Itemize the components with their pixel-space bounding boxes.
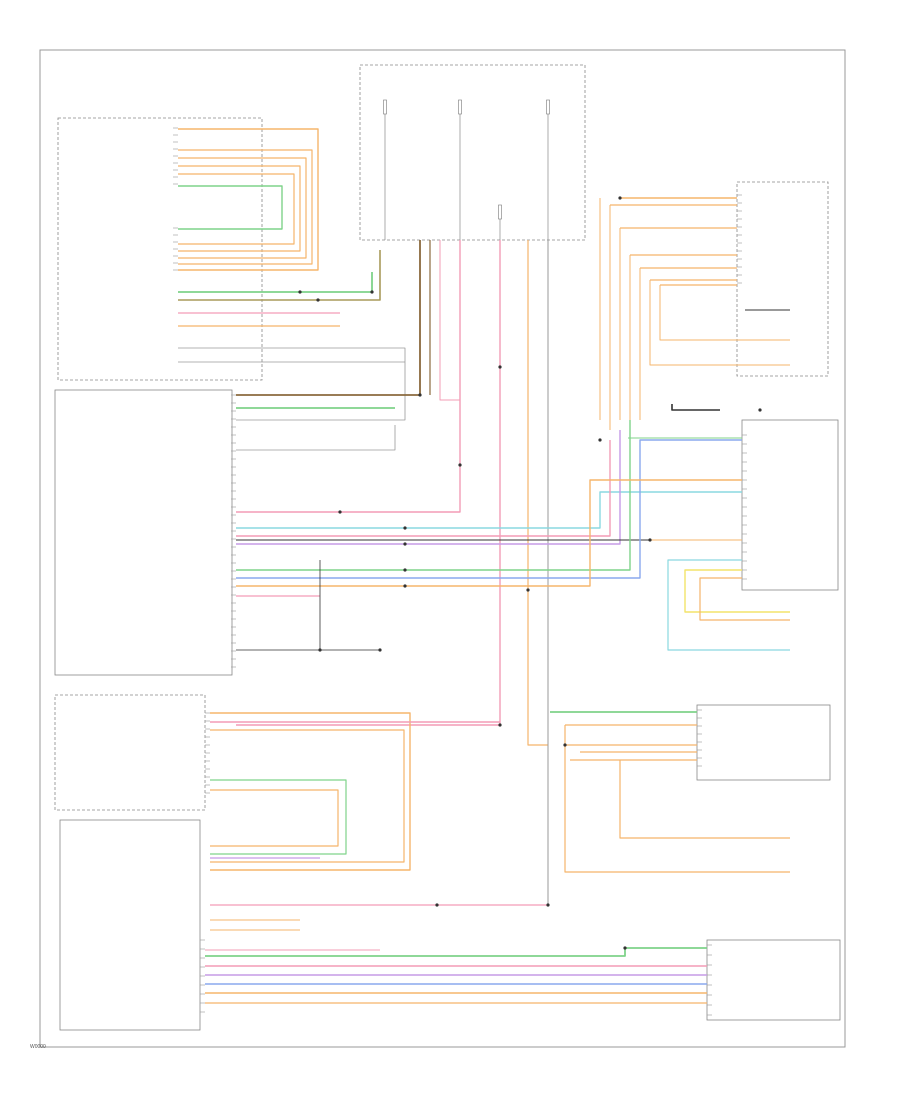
junction-dot [563, 743, 567, 747]
wire-orange [659, 285, 790, 341]
fuse-symbol [546, 99, 550, 115]
wire-orange [178, 173, 295, 245]
wire-layer [178, 128, 790, 1004]
lower-right-switch-box [696, 704, 831, 781]
junction-dot [618, 196, 622, 200]
diagram-code: W0000 [30, 1044, 46, 1050]
pin-tick-layer [173, 99, 747, 1016]
junction-dot [403, 584, 407, 588]
wire-violet [236, 430, 621, 545]
junction-dot [758, 408, 762, 412]
wire-cyan [667, 559, 790, 651]
junction-dot [298, 290, 302, 294]
passenger-window-switch-box [706, 939, 841, 1021]
wire-gray [178, 347, 406, 421]
wire-orange [178, 165, 301, 252]
junction-dot [526, 588, 530, 592]
wire-orange [178, 157, 307, 259]
wire-green [210, 779, 347, 855]
wire-orange [210, 789, 339, 847]
junction-dot [458, 463, 462, 467]
wire-orange [619, 760, 790, 839]
wire-orange [210, 729, 405, 863]
wire-gray [236, 240, 549, 906]
driver-window-switch-box [54, 694, 206, 811]
wire-pink [439, 240, 460, 401]
driver-door-switch-box [57, 117, 263, 381]
junction-dot [546, 903, 550, 907]
junction-layer [298, 196, 762, 950]
wire-green [205, 947, 707, 957]
junction-dot [378, 648, 382, 652]
component-boxes [54, 64, 841, 1031]
wire-orange [178, 128, 319, 271]
junction-dot [648, 538, 652, 542]
junction-dot [370, 290, 374, 294]
wire-brown [236, 240, 421, 396]
junction-dot [435, 903, 439, 907]
fuse-block-box [359, 64, 586, 241]
junction-dot [338, 510, 342, 514]
junction-dot [403, 542, 407, 546]
wire-gray [236, 425, 396, 451]
wire-green [178, 185, 283, 230]
wire-cyan [236, 491, 742, 529]
wire-orange [178, 149, 313, 265]
fuse-symbol [498, 204, 502, 220]
wire-orange [210, 712, 411, 871]
wire-pink [236, 240, 461, 513]
wire-green [178, 272, 373, 293]
junction-dot [316, 298, 320, 302]
passenger-door-module-box [59, 819, 201, 1031]
wire-olive [178, 250, 381, 301]
junction-dot [498, 365, 502, 369]
fuse-symbol [383, 99, 387, 115]
junction-dot [403, 568, 407, 572]
wire-orange [236, 479, 742, 587]
wire-orange [527, 240, 548, 746]
diagram-frame [39, 49, 846, 1048]
junction-dot [403, 526, 407, 530]
junction-dot [598, 438, 602, 442]
wire-orange [699, 577, 790, 621]
junction-dot [418, 393, 422, 397]
wire-green [236, 420, 631, 571]
junction-dot [498, 723, 502, 727]
junction-dot [623, 946, 627, 950]
wire-orange [649, 280, 790, 366]
wire-black [671, 404, 720, 411]
driver-door-module-box [54, 389, 233, 676]
junction-dot [318, 648, 322, 652]
left-side-module-box [741, 419, 839, 591]
right-connector-box [736, 181, 829, 377]
wire-yellow [684, 569, 790, 613]
fuse-symbol [458, 99, 462, 115]
wire-orange [564, 725, 790, 873]
wire-pink [236, 440, 611, 537]
wire-blue [236, 439, 742, 579]
